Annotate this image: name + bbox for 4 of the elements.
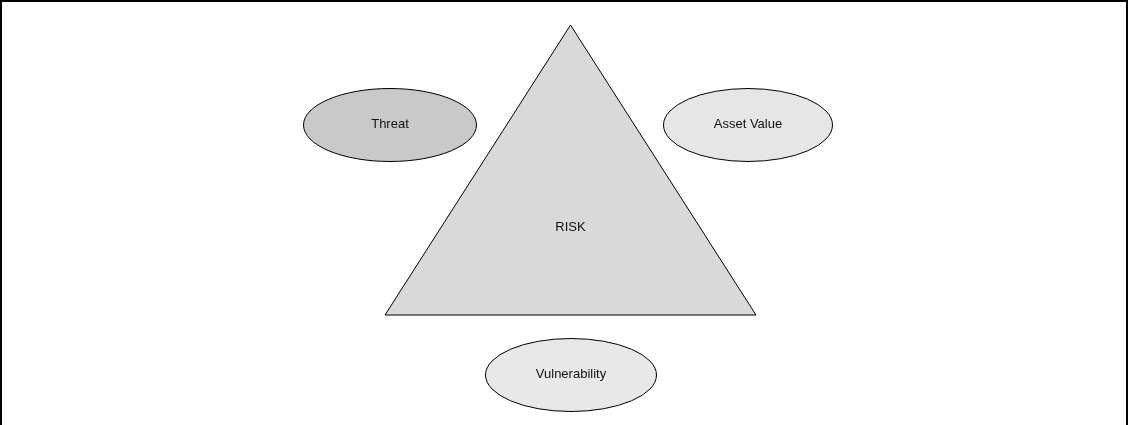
node-label: Vulnerability — [534, 366, 608, 381]
node-label: Asset Value — [712, 116, 784, 131]
node-label: RISK — [554, 219, 587, 234]
node-label: Threat — [370, 116, 410, 131]
